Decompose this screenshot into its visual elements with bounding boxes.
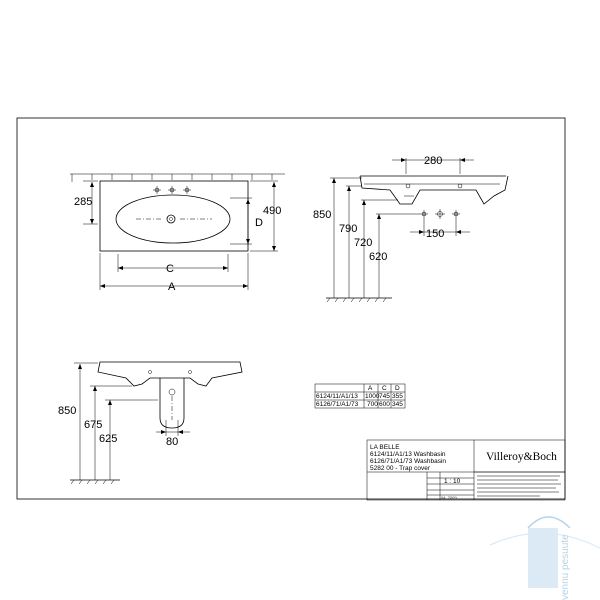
product-line: 6124/11/A1/13 Washbasin: [370, 451, 446, 458]
table-cell: 6126/71/A1/73: [316, 401, 359, 408]
table-cell: 1000: [365, 393, 380, 400]
dim-675: 675: [84, 419, 102, 431]
table-header-C: C: [382, 385, 387, 392]
table-cell: 600: [379, 401, 390, 408]
dim-850: 850: [313, 209, 331, 221]
scale-value: 1 : 10: [444, 478, 461, 485]
dim-150: 150: [426, 228, 444, 240]
product-line: 5282 00 - Trap cover: [370, 465, 431, 472]
dim-490: 490: [263, 205, 281, 217]
table-header-D: D: [395, 385, 400, 392]
revision-date: 04. 2009: [441, 495, 457, 500]
dim-850-front: 850: [58, 405, 76, 417]
dim-790: 790: [339, 223, 357, 235]
dim-D: D: [255, 217, 263, 229]
dim-285: 285: [74, 196, 92, 208]
table-header-A: A: [368, 385, 373, 392]
table-cell: 700: [367, 401, 378, 408]
watermark: vennu pesuute: [489, 516, 600, 600]
dimension-table: A C D 6124/11/A1/13 1000 745 355 6126/71…: [314, 383, 406, 409]
table-cell: 6124/11/A1/13: [316, 393, 358, 400]
dim-280: 280: [424, 155, 442, 167]
dim-80: 80: [166, 436, 178, 448]
basin-bowl: [115, 194, 231, 244]
watermark-text: vennu pesuute: [560, 534, 571, 600]
basin-section: [359, 175, 509, 205]
title-block: LA BELLE 6124/11/A1/13 Washbasin 6126/71…: [366, 439, 566, 501]
dim-C: C: [166, 263, 174, 275]
dim-625: 625: [99, 433, 117, 445]
tap-holes: [153, 186, 191, 194]
dim-A: A: [168, 281, 176, 293]
table-cell: 345: [392, 401, 403, 408]
product-line: 6126/71/A1/73 Washbasin: [370, 458, 446, 465]
trap-cover: [159, 378, 185, 429]
front-view: 80 850 675 625: [58, 361, 243, 485]
table-cell: 355: [392, 393, 403, 400]
side-view: 280 150 850 790 720 620: [313, 155, 509, 303]
trap-holes: [420, 209, 460, 219]
table-cell: 745: [379, 393, 390, 400]
basin-front: [97, 361, 243, 387]
drawing-frame: [16, 117, 566, 500]
series-name: LA BELLE: [370, 444, 400, 451]
disclaimer-text-lines: [477, 475, 561, 497]
brand-logo: Villeroy&Boch: [486, 451, 557, 463]
top-view: 285 490 D C A: [70, 173, 285, 293]
dim-720: 720: [354, 237, 372, 249]
dim-620: 620: [369, 251, 387, 263]
